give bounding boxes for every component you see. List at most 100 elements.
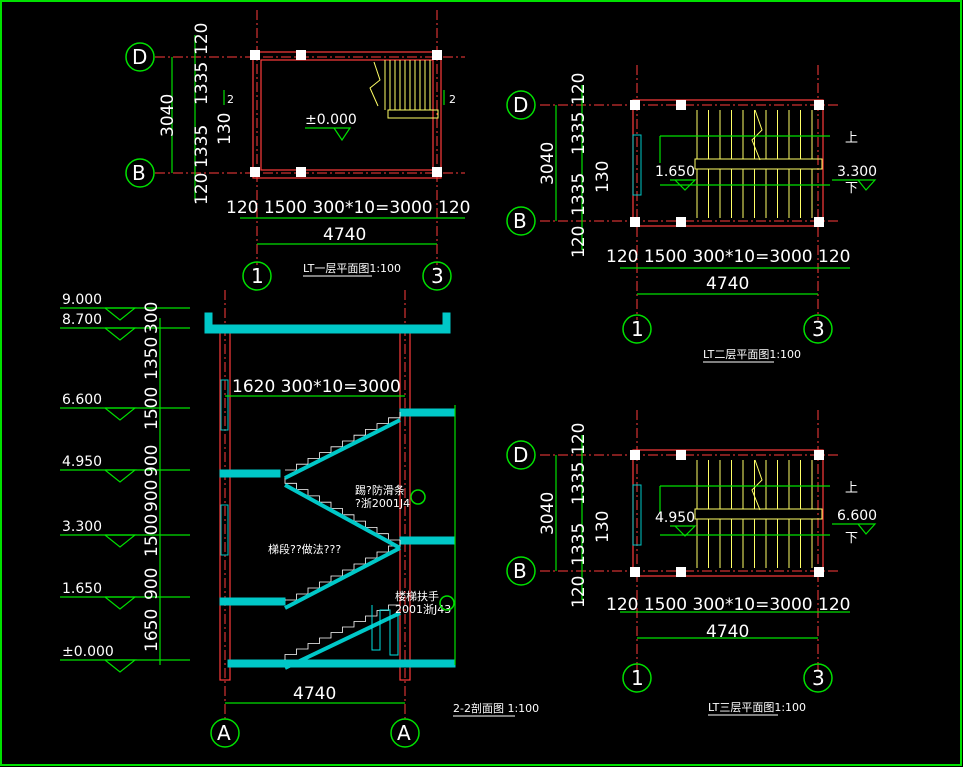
- level-right: 6.600: [837, 508, 877, 524]
- dim-label: 120: [192, 23, 212, 55]
- column: [676, 217, 686, 227]
- level-triangle: [104, 596, 137, 610]
- axis-label-1: 1: [631, 666, 644, 690]
- column: [630, 450, 640, 460]
- axis-label-b: B: [513, 209, 527, 233]
- wall-outline: [252, 51, 442, 179]
- dim-top: 1620 300*10=3000: [232, 377, 401, 397]
- plan-2: 上 下 1.650 3.300 120 1335 130 1335 120 30…: [506, 65, 877, 363]
- dim-total: 3040: [538, 492, 558, 535]
- wall-inner: [260, 59, 434, 171]
- landing-slab: [219, 597, 286, 606]
- column: [250, 167, 260, 177]
- level-right: 3.300: [837, 164, 877, 180]
- dim-label: 1335: [569, 523, 589, 566]
- dim-width: 4740: [323, 225, 366, 245]
- level-label: 9.000: [62, 292, 102, 308]
- stair-flight: [284, 477, 400, 541]
- down-label: 下: [845, 181, 858, 196]
- dim-total: 3040: [538, 142, 558, 185]
- level-triangle: [104, 659, 137, 673]
- plan-1: 2 2 ±0.000 120 1335 130 1335 120 3040 D …: [125, 10, 470, 291]
- level-left: 4.950: [655, 510, 695, 526]
- dim-label: 120: [192, 173, 212, 205]
- level-triangle: [832, 523, 877, 535]
- level-label: 8.700: [62, 312, 102, 328]
- dim-width: 4740: [706, 622, 749, 642]
- landing: [694, 158, 823, 170]
- axis-label-3: 3: [431, 264, 444, 288]
- landing: [694, 508, 823, 520]
- landing-slab: [219, 469, 281, 478]
- level-triangle: [670, 525, 697, 537]
- column: [432, 167, 442, 177]
- level-triangle: [104, 407, 137, 421]
- wall-outline: [632, 99, 824, 227]
- handrail: [371, 605, 399, 656]
- note-1b: ?浙2001J4: [355, 497, 410, 510]
- window: [220, 379, 229, 431]
- axis-label-3: 3: [812, 666, 825, 690]
- dim-label: 1335: [569, 112, 589, 155]
- axis-label-b: B: [513, 559, 527, 583]
- dim-row: 120 1500 300*10=3000 120: [606, 247, 850, 267]
- dim-label: 120: [569, 226, 589, 258]
- level-label: 3.300: [62, 519, 102, 535]
- height-label: 1650: [142, 609, 162, 652]
- level-triangle: [670, 179, 697, 191]
- level-triangle: [104, 327, 137, 341]
- break-line: [751, 459, 763, 511]
- axis-label-d: D: [132, 45, 147, 69]
- dim-label: 120: [569, 423, 589, 455]
- roof-slab: [204, 324, 451, 334]
- break-line: [369, 61, 381, 107]
- axis-bubble-1: [622, 314, 652, 344]
- plan-3: 上 下 4.950 6.600 120 1335 130 1335 120 30…: [506, 410, 877, 716]
- level-triangle: [104, 469, 137, 483]
- note-3: 楼梯扶手: [395, 589, 439, 603]
- column: [676, 100, 686, 110]
- note-1: 踢?防滑条: [355, 483, 405, 497]
- stair-flights: [696, 460, 813, 568]
- dim-row: 120 1500 300*10=3000 120: [226, 198, 470, 218]
- dim-label: 1335: [569, 173, 589, 216]
- floor-slab: [399, 536, 456, 545]
- stair-flight: [285, 540, 401, 601]
- column: [250, 50, 260, 60]
- stair-flight: [285, 412, 401, 471]
- axis-label-1: 1: [251, 264, 264, 288]
- column: [814, 100, 824, 110]
- axis-bubble-b: [125, 158, 155, 188]
- axis-label-1: 1: [631, 317, 644, 341]
- axis-bubble-a: [390, 718, 420, 748]
- column: [296, 50, 306, 60]
- dim-label: 130: [593, 161, 613, 193]
- dim-label: 1335: [192, 125, 212, 168]
- axis-bubble-d: [506, 440, 536, 470]
- stair-flight-slab: [284, 611, 401, 670]
- axis-bubble-1: [622, 663, 652, 693]
- axis-bubble-b: [506, 206, 536, 236]
- section-mark-label: 2: [227, 93, 234, 106]
- dim-label: 130: [593, 511, 613, 543]
- stair-flight-slab: [284, 483, 401, 550]
- axis-label-d: D: [513, 443, 528, 467]
- note-marker: [439, 595, 455, 611]
- parapet: [204, 312, 213, 328]
- axis-label-3: 3: [812, 317, 825, 341]
- drawing-title: LT三层平面图1:100: [708, 701, 806, 714]
- window: [632, 484, 642, 546]
- axis-bubble-3: [803, 663, 833, 693]
- down-label: 下: [845, 531, 858, 546]
- window: [220, 504, 229, 556]
- up-label: 上: [845, 481, 858, 496]
- drawing-title: LT二层平面图1:100: [703, 348, 801, 361]
- dim-row: 120 1500 300*10=3000 120: [606, 595, 850, 615]
- axis-bubble-d: [125, 42, 155, 72]
- column: [676, 567, 686, 577]
- column: [296, 167, 306, 177]
